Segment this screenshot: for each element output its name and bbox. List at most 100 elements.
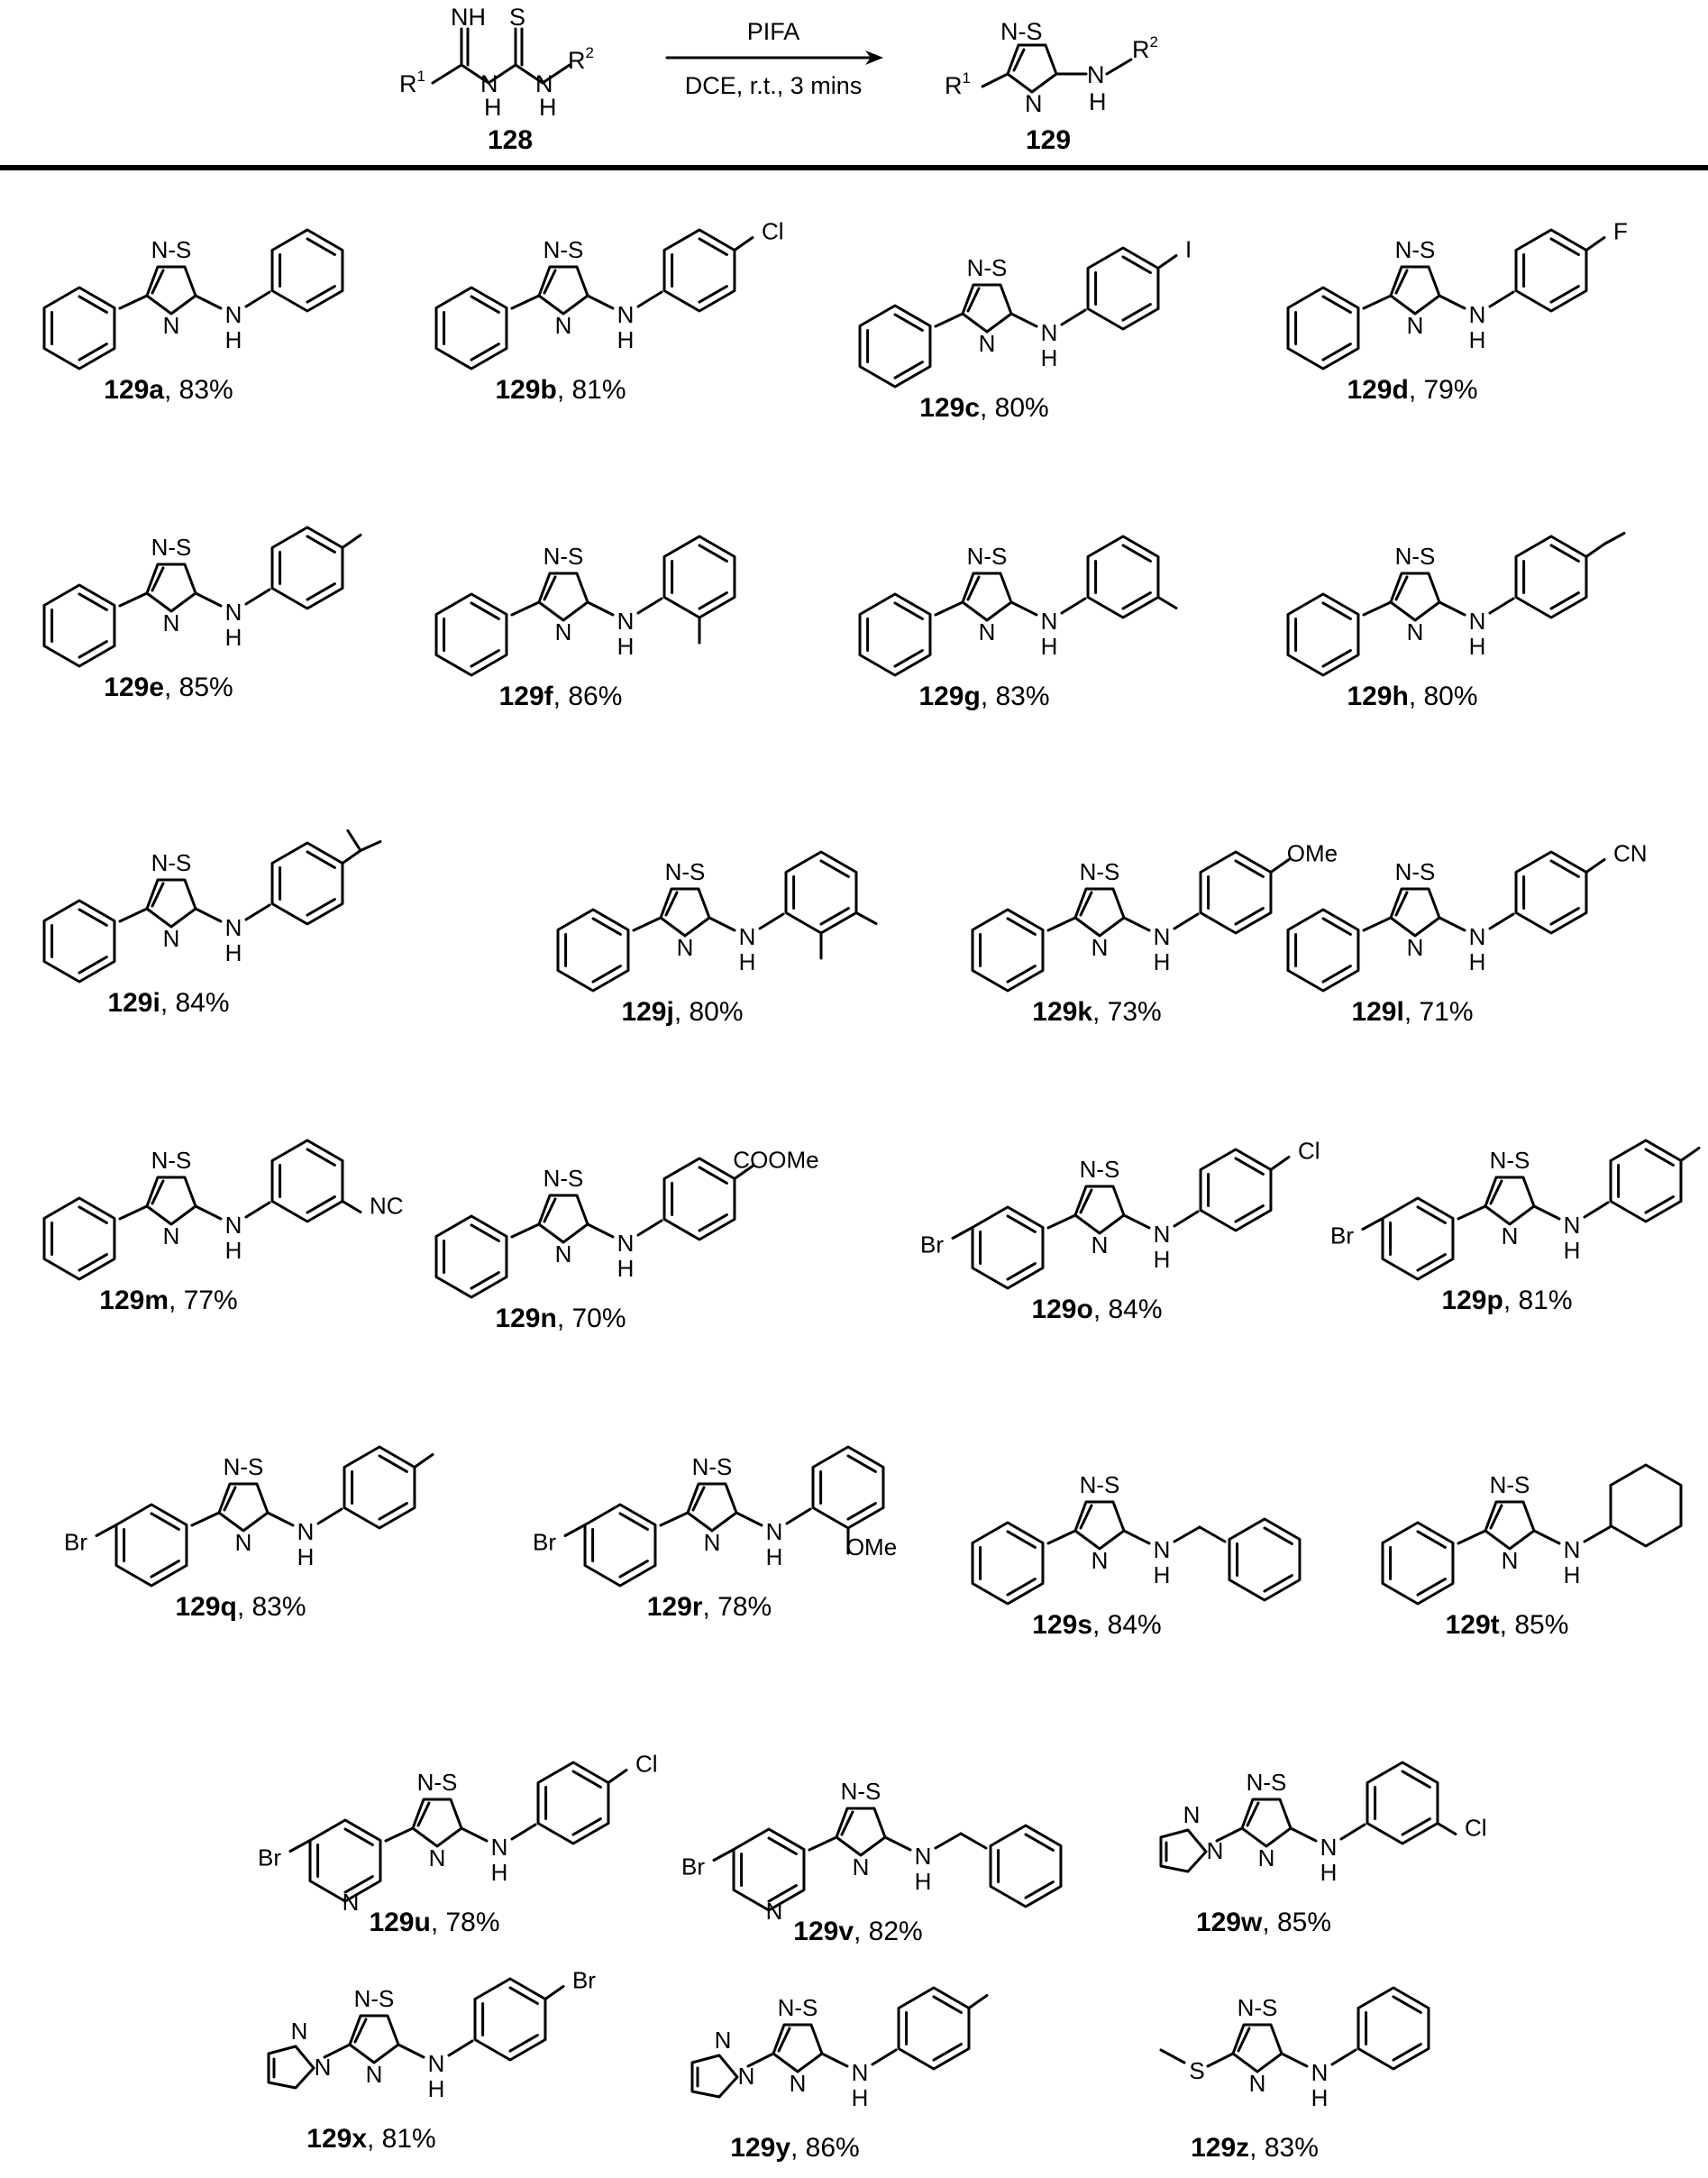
amine-h-label: H [491,1859,508,1886]
ring-ns-label: N-S [417,1769,458,1796]
caption-129l: 129l, 71% [1351,997,1473,1027]
amine-h-label: H [852,2084,869,2111]
amine-n-label: N [766,1518,783,1545]
caption-129d: 129d, 79% [1347,375,1477,405]
ring-n-label: N [1407,934,1424,961]
ring-n-label: N [555,1240,572,1267]
reaction-header: NH S R1 N H N H R2 128 PIFA DCE, r.t., 3… [0,4,1708,170]
amine-h-label: H [617,326,635,353]
ring-n-label: N [163,609,180,636]
substituent-label: F [1613,218,1628,245]
amine-h-label: H [225,624,242,651]
pyrazole-n1: N [315,2054,332,2081]
substituent-label: Br [572,1967,596,1994]
ring-n-label: N [1091,1231,1109,1258]
product-id: 129 [1026,125,1071,155]
br-substituent: Br [920,1231,944,1258]
amine-n-label: N [1469,923,1486,950]
amine-n-label: N [225,301,242,328]
imine-nh-label: NH [451,4,486,31]
caption-129j: 129j, 80% [621,997,743,1027]
reagent-label: PIFA [747,18,800,45]
ring-ns-label: N-S [967,254,1008,281]
ring-ns-label: N-S [1247,1769,1287,1796]
caption-129z: 129z, 83% [1191,2133,1319,2163]
amine-h-label: H [1469,633,1486,660]
ring-ns-label: N-S [967,543,1008,570]
ring-ns-label: N-S [1395,236,1436,263]
ring-ns-label: N-S [1080,1156,1120,1183]
ring-n-label: N [1258,1844,1275,1871]
product-nh-n: N [1087,61,1105,88]
ring-ns-label: N-S [1080,1471,1120,1498]
compound-129p: N-SNBrNHBr129p, 81% [1330,1129,1708,1316]
amine-h-label: H [1469,326,1486,353]
ring-ns-label: N-S [151,534,192,561]
ring-n-label: N [677,934,694,961]
br-substituent: Br [64,1529,87,1556]
pyrazole-n1: N [738,2063,755,2090]
pyridine-n: N [766,1898,783,1925]
ring-n-label: N [555,312,572,339]
r1-label: R1 [399,68,425,97]
amine-n-label: N [1469,301,1486,328]
amine-n-label: N [617,301,635,328]
ring-ns-label: N-S [354,1985,395,2012]
caption-129v: 129v, 82% [793,1917,922,1946]
amine-h-label: H [225,326,242,353]
nh-h-label-1: H [484,94,502,121]
product-ring-ns: N-S [1000,18,1043,45]
ring-ns-label: N-S [543,236,584,263]
br-substituent: Br [533,1529,556,1556]
ring-n-label: N [1407,618,1424,645]
amine-h-label: H [1320,1859,1338,1886]
conditions-label: DCE, r.t., 3 mins [685,72,863,99]
ring-ns-label: N-S [1395,858,1436,885]
caption-129o: 129o, 84% [1031,1295,1162,1324]
substituent-label: Cl [762,218,784,245]
ring-ns-label: N-S [692,1453,733,1480]
caption-129m: 129m, 77% [99,1286,237,1315]
pyrazole-n2: N [715,2027,732,2054]
ring-ns-label: N-S [841,1778,881,1805]
amine-h-label: H [1469,948,1486,975]
caption-129t: 129t, 85% [1446,1610,1569,1640]
reactant-id: 128 [488,125,533,155]
amine-n-label: N [1154,1221,1171,1248]
br-substituent: Br [681,1853,705,1881]
caption-129k: 129k, 73% [1032,997,1161,1027]
caption-129b: 129b, 81% [495,375,626,405]
amine-n-label: N [491,1834,508,1861]
amine-h-label: H [225,939,242,966]
amine-h-label: H [428,2075,445,2102]
amine-n-label: N [297,1518,315,1545]
substituent-label: COOMe [733,1147,818,1174]
ring-n-label: N [979,330,996,357]
nh-label-2: N [535,70,553,97]
amine-h-label: H [225,1237,242,1264]
substituent-label: Cl [1298,1138,1320,1165]
caption-129s: 129s, 84% [1032,1610,1161,1640]
ring-n-label: N [1502,1547,1519,1574]
caption-129f: 129f, 86% [499,682,623,711]
r2-label: R2 [568,44,594,74]
caption-129c: 129c, 80% [919,393,1048,423]
ring-n-label: N [1091,1547,1109,1574]
amine-h-label: H [1564,1561,1581,1588]
